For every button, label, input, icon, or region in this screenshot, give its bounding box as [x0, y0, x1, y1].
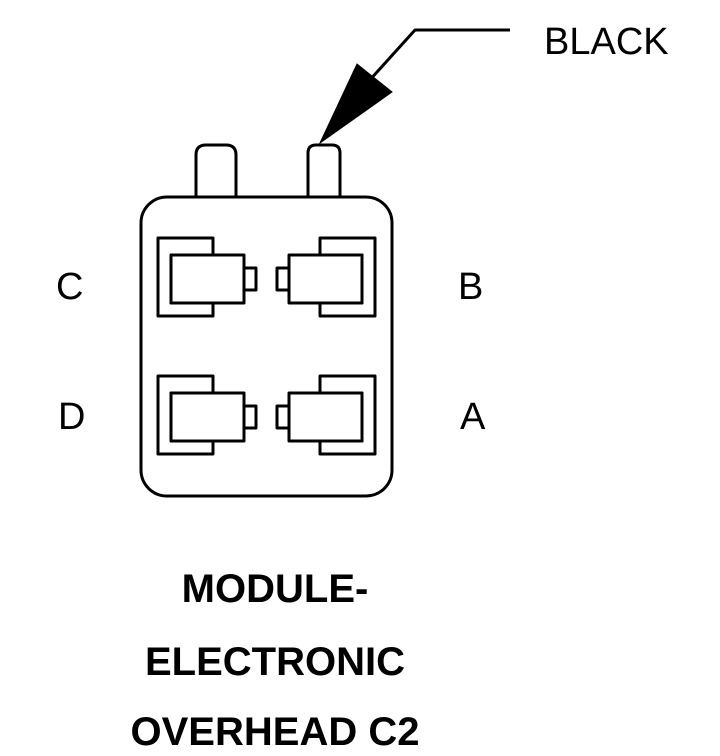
- right-locking-tab: [306, 143, 342, 196]
- caption-line-2: ELECTRONIC: [145, 640, 405, 684]
- caption-line-3: OVERHEAD C2: [130, 710, 420, 754]
- terminal-c: [156, 236, 258, 318]
- left-locking-tab: [194, 143, 238, 196]
- connector-body: [139, 195, 394, 498]
- pin-label-c: C: [56, 266, 84, 308]
- pin-label-d: D: [58, 396, 86, 438]
- terminal-b: [275, 236, 377, 318]
- pin-label-a: A: [460, 396, 486, 438]
- leader-arrowhead: [318, 63, 393, 145]
- terminal-d: [156, 374, 258, 456]
- pin-label-b: B: [458, 266, 484, 308]
- caption-line-1: MODULE-: [181, 567, 369, 611]
- terminal-a: [275, 374, 377, 456]
- wire-color-label: BLACK: [544, 21, 669, 63]
- leader-line: [366, 28, 510, 84]
